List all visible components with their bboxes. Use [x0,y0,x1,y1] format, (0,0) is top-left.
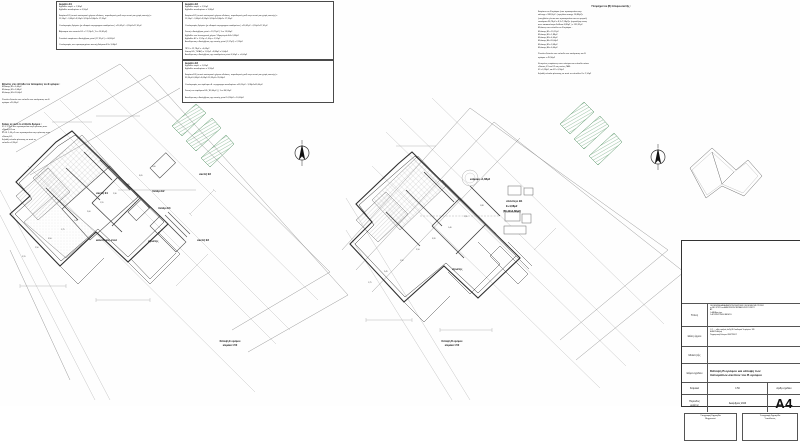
title-block-row-location: Θέση έργου Ο.Τ. ..., οδός..αριθμός λαζ/ή… [682,326,800,346]
text-block-room-e1: Δωμάτιο Ε1 Εμβαδόν ωφέλ. = 1,38μ2 Εμβαδό… [56,1,184,51]
text-block-balconies: Εξώστες στο επίπεδο του πατώματος του Ε … [2,84,122,105]
row-label-subject: Θέμα σχεδίου [682,364,708,382]
row-value-scale: 1:50 [708,383,768,394]
vegetation-strip-right [559,101,623,166]
dimension-label: 2,30 [113,193,117,195]
title-block-blank [682,241,800,303]
legend-body: Δωμάτιο του Β ορόφου (που προσαρτείται σ… [538,11,592,75]
row-value-designer [708,347,800,363]
title-block-row-period: Περίοδος μελέτης Δεκέμβριος 2023 A4 [682,394,800,412]
dimension-label: 3,50 [48,238,52,240]
signature-engineer: Υπογραφή-Σφραγίδα Μηχανικού [684,413,737,441]
title-block-row-scale: Κλίμακα 1:50 Αριθμ σχεδίου [682,382,800,394]
balconies-heading: Εξώστες στο επίπεδο του πατώματος του Ε … [2,84,61,86]
row-label-designer: Μελετητής [682,347,708,363]
room-label: πατάρι Ε3 [158,207,171,210]
north-arrow-left [292,140,312,166]
row-value-period: Δεκέμβριος 2023 [708,395,768,412]
title-block: Τύπος ΟΙΚΟΔΟΜΙΚΗ ΑΔΕΙΑ ΑΝΕΓΕΡΣΗΣ ΔΙΩΡΟΦΗ… [681,240,800,441]
row-label-type: Τύπος [682,304,708,326]
row-value-drawing-no: A4 [775,396,793,411]
row-label-location: Θέση έργου [682,327,708,346]
block-heading-e1: Δωμάτιο Ε1 [59,3,72,6]
row-value-location: Ο.Τ. ..., οδός..αριθμός λαζ/ή,28 Οικοδομ… [710,328,755,336]
room-label: εξώστης [148,240,159,243]
block-body-e1: Εμβαδόν ωφέλ. = 1,38μ2 Εμβαδόν σκιαζομέν… [59,5,152,47]
title-block-row-subject: Θέμα σχεδίου Κάτοψη Β ορόφου και κάτοψη … [682,363,800,382]
dimension-label: 1,75 [61,229,65,231]
dimension-label: 1,88 [480,205,484,207]
room-label: πατάρι Ε2 [152,190,165,193]
dimension-label: 1,75 [368,282,372,284]
vegetation-strip-left [171,103,235,168]
title-block-row-designer: Μελετητής [682,346,800,363]
row-value-subject: Κάτοψη Β ορόφου και κάτοψη των πατωμάτων… [710,368,762,377]
room-label: σκεπή Ε1 [96,192,108,195]
dimension-label: 1,40 [74,220,78,222]
access-heading: Κλίμες σε αυτό το επίπεδο δρόμου : [2,124,42,126]
access-body: Κ1 = 1,5μ2 που προσαρτείται στην φύτευση… [2,126,51,145]
right-plan-caption: Κάτοψη Β ορόφου κλίμακα 1:50 [441,340,463,347]
text-block-legend: Υπόμνημα του (Β) πάτωμα-σκεπής : Δωμάτιο… [538,6,684,76]
dimension-label: 1,52 [400,260,404,262]
dimension-label: 3,26 [432,238,436,240]
row-value-type: ΟΙΚΟΔΟΜΙΚΗ ΑΔΕΙΑ ΑΝΕΓΕΡΣΗΣ ΔΙΩΡΟΦΗΣ ΟΙΚΟ… [710,305,765,317]
room-label: υπόστεγο Β1 [506,200,523,203]
text-block-room-e3: Δωμάτιο Ε3 Εμβαδόν ωφέλ. = 1,63μ2 Εμβαδό… [182,60,334,103]
room-label: κλίμακα +1,88μ2 [470,178,491,181]
cad-linework [0,63,763,401]
dimension-label: 1,55 [100,202,104,204]
block-body-e2: Εμβαδόν ωφέλ. = 1,59μ2 Εμβαδόν σκιαζομέν… [185,5,278,57]
dimension-label: 2,45 [384,271,388,273]
dimension-label: 2,50 [35,247,39,249]
room-label: σκεπή Ε2 [199,173,211,176]
block-body-e3: Εμβαδόν ωφέλ. = 1,63μ2 Εμβαδόν σκιαζομέν… [185,64,278,99]
room-label: καλυπτικός στοά [96,239,117,242]
title-block-row-type: Τύπος ΟΙΚΟΔΟΜΙΚΗ ΑΔΕΙΑ ΑΝΕΓΕΡΣΗΣ ΔΙΩΡΟΦΗ… [682,303,800,326]
dimension-label: 3,05 [139,175,143,177]
dimension-label: 2,55 [464,216,468,218]
signature-owner: Υπογραφή-Σφραγίδα Υπεύθυνος [742,413,798,441]
room-label: εξώστης [452,268,463,271]
text-block-access: Κλίμες σε αυτό το επίπεδο δρόμου : Κ1 = … [2,124,122,145]
dimension-label: 2,00 [87,211,91,213]
dimension-label: 1,60 [152,166,156,168]
inset-plan [689,147,763,199]
room-label: (66,42x4,68μ2) [503,210,521,213]
dimension-label: 1,95 [126,184,130,186]
left-plan-caption: Κάτοψη Ε ορόφου κλίμακα 1:50 [219,340,241,347]
dimension-label: 2,10 [416,249,420,251]
legend-heading: Υπόμνημα του (Β) πάτωμα-σκεπής : [591,6,631,8]
row-label-period: Περίοδος μελέτης [682,395,708,412]
balconies-body: Εξώστης Ε1= 6,04μ2 Εξώστης Ε2= 3,08μ2 Εξ… [2,86,50,105]
north-arrow-right [648,144,668,170]
room-label: σκεπή Ε3 [197,239,209,242]
block-heading-e2: Δωμάτιο Ε2 [185,3,198,6]
row-label-drawing-no: Αριθμ σχεδίου [776,387,792,390]
dimension-label: 1,40 [448,227,452,229]
block-heading-e3: Δωμάτιο Ε3 [185,62,198,65]
room-label: Ε+4,68μ2 [506,205,518,208]
text-block-room-e2: Δωμάτιο Ε2 Εμβαδόν ωφέλ. = 1,59μ2 Εμβαδό… [182,1,334,60]
dimension-label: 5,15 [22,256,26,258]
row-label-scale: Κλίμακα [682,383,708,394]
